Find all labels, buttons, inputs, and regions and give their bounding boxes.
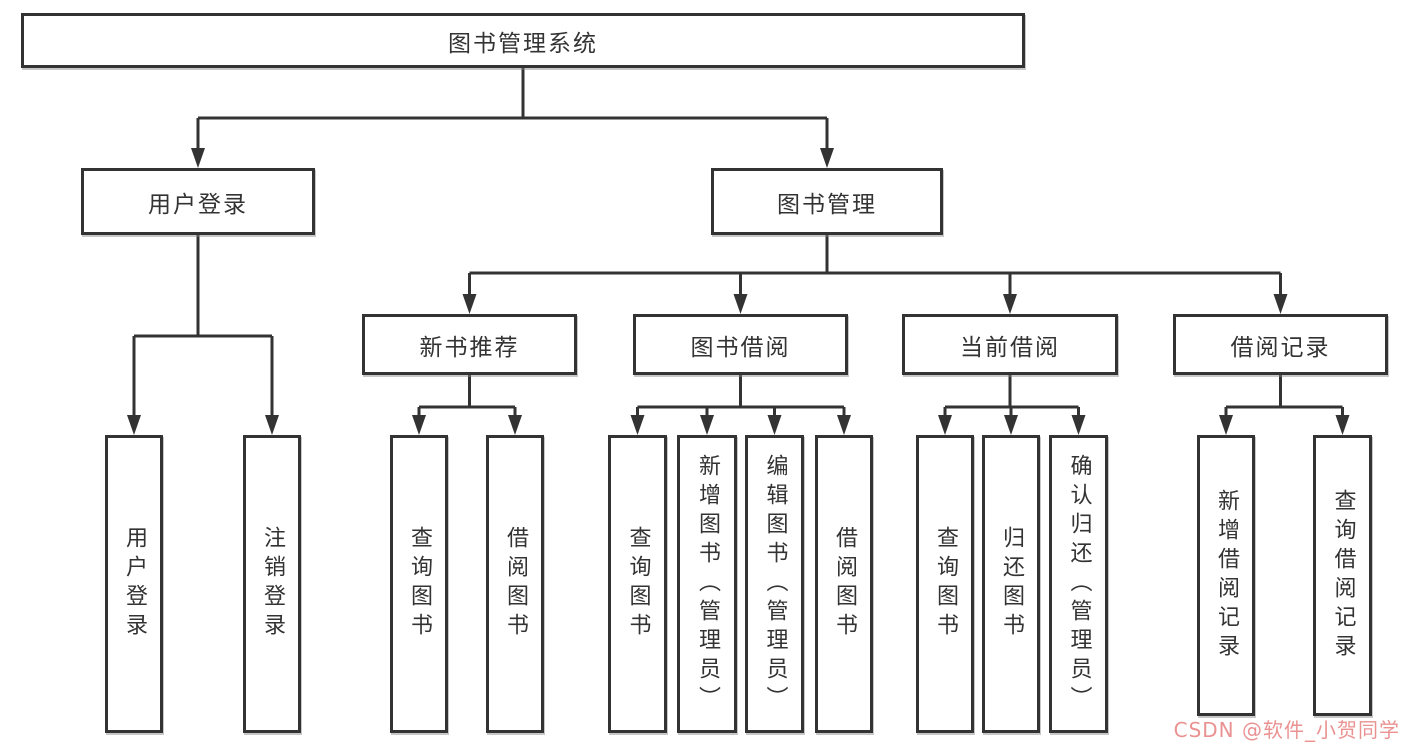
arrowhead bbox=[1219, 415, 1233, 435]
node-leaf-bb-add: 新增图书（管理员） bbox=[677, 435, 737, 733]
arrowhead bbox=[1071, 415, 1086, 435]
node-leaf-br-add: 新增借阅记录 bbox=[1197, 435, 1255, 716]
arrowhead bbox=[1273, 294, 1288, 314]
node-leaf-logout: 注销登录 bbox=[243, 435, 301, 733]
connector-user-login bbox=[132, 235, 274, 417]
node-borrow-records: 借阅记录 bbox=[1173, 314, 1388, 375]
node-leaf-bb-edit: 编辑图书（管理员） bbox=[745, 435, 804, 733]
arrowhead bbox=[733, 294, 748, 314]
connector-current-borrow bbox=[943, 375, 1080, 417]
connector-book-mgmt bbox=[468, 235, 1282, 296]
connector-book-borrow bbox=[636, 375, 846, 417]
node-new-book-rec: 新书推荐 bbox=[362, 314, 577, 375]
arrowhead bbox=[700, 415, 714, 435]
arrowhead bbox=[1003, 294, 1017, 314]
node-leaf-br-query: 查询借阅记录 bbox=[1313, 435, 1372, 716]
arrowhead bbox=[462, 294, 477, 314]
arrowhead bbox=[191, 148, 205, 168]
arrowhead bbox=[412, 415, 426, 435]
arrowhead bbox=[938, 415, 952, 435]
node-leaf-cb-confirm: 确认归还（管理员） bbox=[1049, 435, 1108, 733]
node-leaf-rec-query: 查询图书 bbox=[390, 435, 448, 733]
node-current-borrow: 当前借阅 bbox=[902, 314, 1118, 375]
arrowhead bbox=[767, 415, 782, 435]
connector-borrow-records bbox=[1224, 375, 1344, 417]
node-user-login: 用户登录 bbox=[81, 168, 315, 235]
arrowhead bbox=[508, 415, 522, 435]
connector-root bbox=[196, 68, 829, 150]
arrowhead bbox=[1004, 415, 1018, 435]
node-leaf-bb-query: 查询图书 bbox=[608, 435, 667, 733]
arrowhead bbox=[630, 415, 645, 435]
arrowhead bbox=[265, 415, 279, 435]
arrowhead bbox=[1335, 415, 1350, 435]
node-leaf-cb-query: 查询图书 bbox=[916, 435, 974, 733]
node-leaf-user-login: 用户登录 bbox=[105, 435, 163, 733]
arrowhead bbox=[837, 415, 851, 435]
connector-new-book-rec bbox=[417, 375, 517, 417]
node-leaf-cb-return: 归还图书 bbox=[982, 435, 1040, 733]
node-leaf-rec-borrow: 借阅图书 bbox=[486, 435, 544, 733]
arrowhead bbox=[820, 148, 834, 168]
node-root: 图书管理系统 bbox=[21, 13, 1025, 68]
arrowhead bbox=[127, 415, 141, 435]
node-book-borrow: 图书借阅 bbox=[633, 314, 848, 375]
node-leaf-bb-borrow: 借阅图书 bbox=[815, 435, 873, 733]
node-book-mgmt: 图书管理 bbox=[711, 168, 943, 235]
